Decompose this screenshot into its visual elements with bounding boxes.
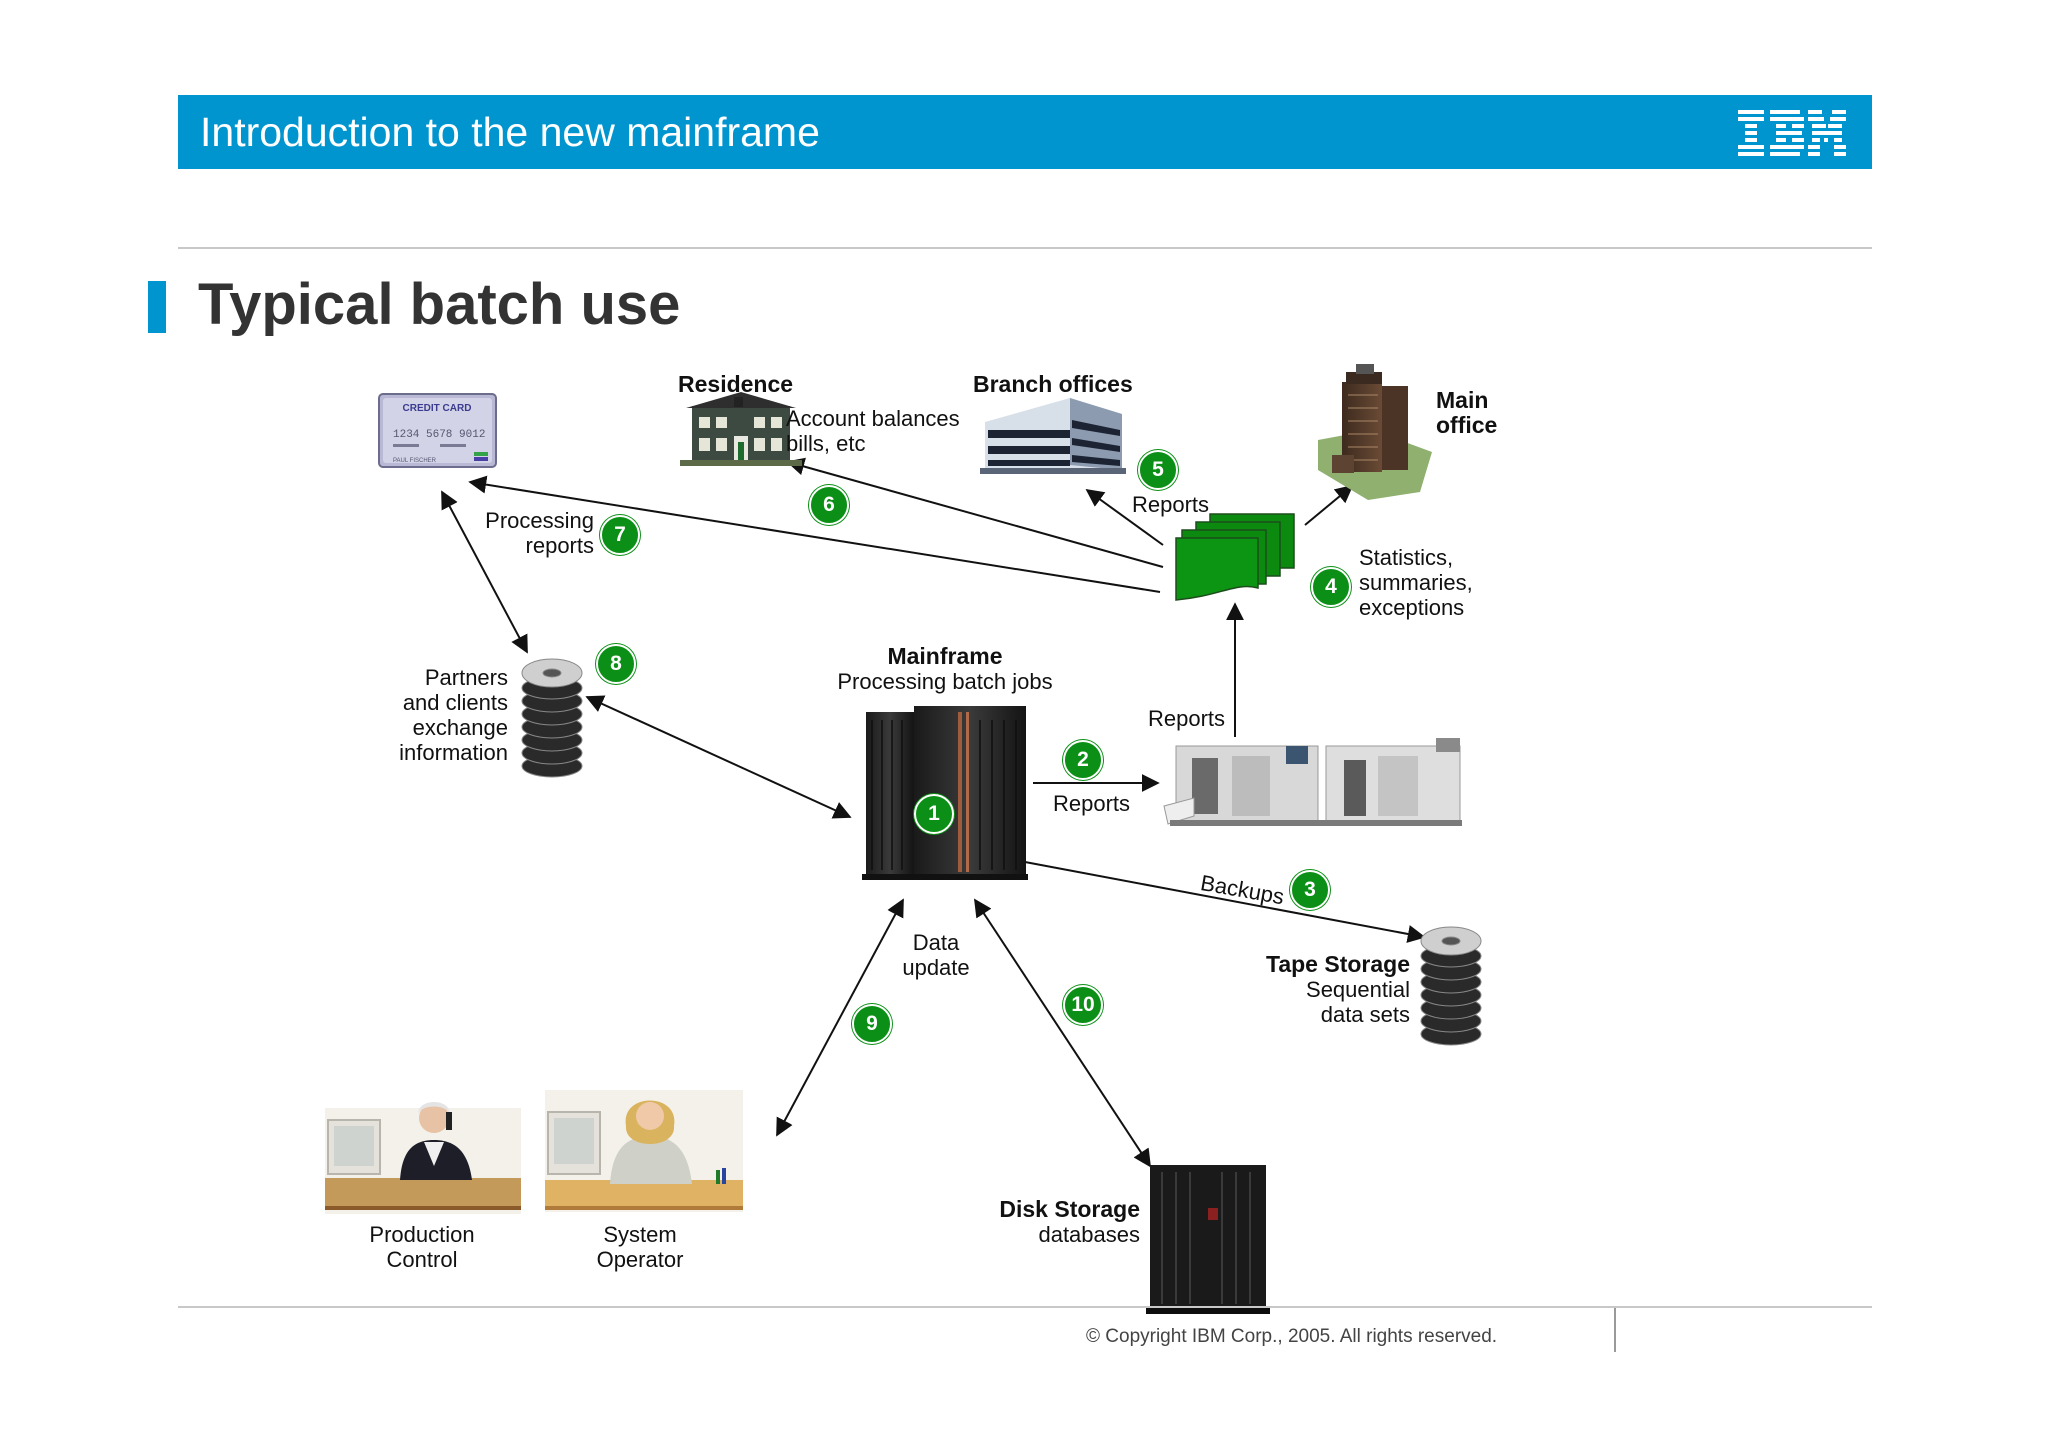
tape-storage-image [1420, 926, 1482, 1046]
step-badge-7: 7 [600, 515, 640, 555]
tape-storage-line2: data sets [1320, 1002, 1410, 1027]
arrow-mainframe-operators [776, 898, 904, 1137]
residence-desc-line2: bills, etc [786, 431, 866, 456]
data-update-line1: Data [912, 930, 960, 955]
ibm-logo [1738, 110, 1846, 156]
mainframe-subtitle: Processing batch jobs [837, 669, 1053, 694]
top-divider [178, 247, 1872, 249]
disk-storage-title: Disk Storage [999, 1196, 1140, 1222]
main-office-label: Main office [1436, 388, 1497, 438]
statistics-line1: Statistics, [1359, 545, 1454, 570]
mainframe-label: Mainframe Processing batch jobs [815, 643, 1075, 695]
arrow-card-partners [441, 490, 528, 654]
arrow-mainframe-disk [974, 898, 1151, 1168]
residence-desc-line1: Account balances [786, 406, 960, 431]
disk-storage-line1: databases [1038, 1222, 1140, 1247]
disk-storage-image [1146, 1165, 1270, 1314]
residence-description: Account balances bills, etc [786, 406, 960, 456]
residence-title: Residence [678, 371, 794, 397]
mainframe-title: Mainframe [887, 643, 1003, 669]
tape-storage-label: Tape Storage Sequential data sets [1220, 951, 1410, 1028]
reports-mid-label: Reports [1053, 791, 1130, 816]
residence-image [680, 392, 802, 466]
tape-storage-title: Tape Storage [1266, 951, 1410, 977]
slide-title: Typical batch use [198, 272, 681, 337]
processing-reports-label: Processing reports [454, 508, 594, 558]
step-badge-6: 6 [809, 485, 849, 525]
reports-printer-text: Reports [1148, 706, 1226, 731]
step-badge-1: 1 [914, 794, 954, 834]
processing-reports-line1: Processing [485, 508, 594, 533]
statistics-label: Statistics, summaries, exceptions [1359, 545, 1473, 620]
step-badge-8: 8 [596, 644, 636, 684]
reports-printer-label: Reports [1148, 706, 1225, 731]
step-badge-9: 9 [852, 1004, 892, 1044]
production-control-label: Production Control [342, 1222, 502, 1272]
step-badge-10: 10 [1063, 985, 1103, 1025]
branch-offices-image [980, 398, 1126, 474]
credit-card-holder: PAUL FISCHER [393, 458, 437, 464]
bottom-divider [178, 1306, 1872, 1308]
arrow-partners-mainframe [585, 695, 852, 819]
data-update-label: Data update [886, 930, 986, 980]
copyright-text: © Copyright IBM Corp., 2005. All rights … [1086, 1326, 1498, 1347]
arrow-reports-to-residence [786, 457, 1164, 568]
partners-tape-stack-image [521, 658, 583, 778]
system-operator-line1: System [603, 1222, 677, 1247]
system-operator-label: System Operator [560, 1222, 720, 1272]
partners-line3: exchange [412, 715, 508, 740]
partners-label: Partners and clients exchange informatio… [370, 665, 508, 765]
arrow-reports-to-branch [1085, 488, 1164, 546]
residence-label: Residence [678, 372, 793, 397]
header-title: Introduction to the new mainframe [200, 109, 820, 155]
credit-card-number: 1234 5678 9012 [393, 429, 485, 441]
mainframe-image [862, 706, 1028, 880]
data-update-line2: update [902, 955, 970, 980]
partners-line1: Partners [424, 665, 508, 690]
credit-card-heading: CREDIT CARD [403, 403, 472, 414]
step-badge-2: 2 [1063, 740, 1103, 780]
printers-image [1163, 738, 1462, 826]
main-office-line2: office [1436, 412, 1498, 438]
reports-pages-image [1175, 513, 1295, 601]
statistics-line3: exceptions [1359, 595, 1465, 620]
footer-separator [1614, 1308, 1616, 1352]
reports-upper-label: Reports [1132, 492, 1209, 517]
statistics-line2: summaries, [1359, 570, 1473, 595]
step-badge-4: 4 [1311, 567, 1351, 607]
title-marker [148, 281, 166, 333]
tape-storage-line1: Sequential [1306, 977, 1410, 1002]
partners-line2: and clients [402, 690, 508, 715]
credit-card-image: CREDIT CARD 1234 5678 9012 PAUL FISCHER [378, 393, 497, 468]
disk-storage-label: Disk Storage databases [960, 1196, 1140, 1248]
reports-mid-text: Reports [1053, 791, 1131, 816]
processing-reports-line2: reports [525, 533, 594, 558]
production-control-line2: Control [386, 1247, 458, 1272]
system-operator-image [545, 1090, 743, 1212]
reports-upper-text: Reports [1132, 492, 1210, 517]
system-operator-line2: Operator [596, 1247, 684, 1272]
partners-line4: information [399, 740, 508, 765]
main-office-image [1318, 364, 1432, 500]
branch-offices-label: Branch offices [973, 372, 1133, 397]
production-control-line1: Production [369, 1222, 475, 1247]
arrow-reports-to-main-office [1304, 484, 1354, 526]
branch-offices-title: Branch offices [973, 371, 1133, 397]
production-control-image [325, 1102, 521, 1214]
step-badge-3: 3 [1290, 870, 1330, 910]
header-bar: Introduction to the new mainframe [178, 95, 1872, 169]
arrow-reports-to-credit-card [468, 475, 1161, 593]
arrow-mainframe-tape [1024, 861, 1426, 943]
step-badge-5: 5 [1138, 450, 1178, 490]
main-office-line1: Main [1436, 387, 1489, 413]
